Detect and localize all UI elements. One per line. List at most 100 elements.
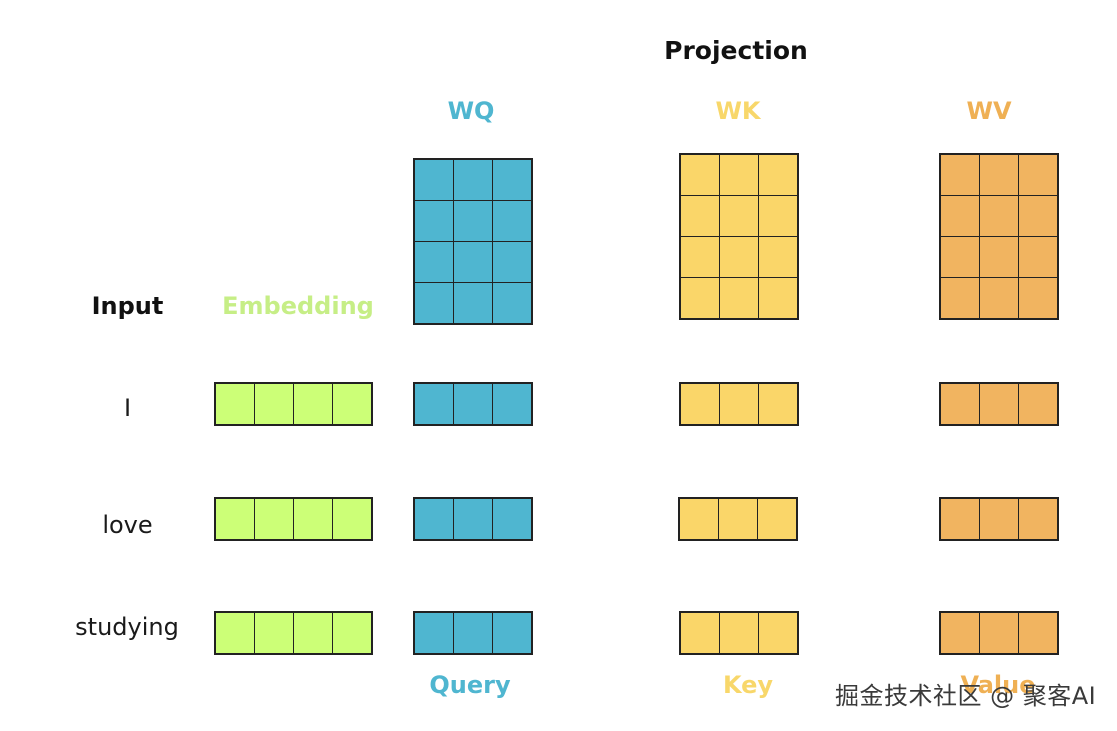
- value-cell: [980, 499, 1018, 539]
- wq-cell: [415, 201, 453, 241]
- key-cell: [681, 613, 719, 653]
- wv-cell: [980, 196, 1018, 236]
- value-cell: [941, 613, 979, 653]
- wk-cell: [759, 237, 797, 277]
- token-label-love: love: [102, 511, 153, 539]
- wq-cell: [493, 201, 531, 241]
- key-vector-i: [679, 382, 799, 426]
- wq-cell: [493, 160, 531, 200]
- wk-cell: [759, 155, 797, 195]
- query-cell: [493, 384, 531, 424]
- key-footer: Key: [722, 671, 774, 699]
- wv-cell: [1019, 237, 1057, 277]
- key-cell: [759, 613, 797, 653]
- wk-cell: [681, 155, 719, 195]
- query-cell: [415, 499, 453, 539]
- wq-header: WQ: [447, 97, 495, 125]
- value-cell: [941, 384, 979, 424]
- wv-cell: [941, 155, 979, 195]
- key-cell: [681, 384, 719, 424]
- wq-cell: [454, 160, 492, 200]
- wv-cell: [1019, 155, 1057, 195]
- wq-cell: [454, 201, 492, 241]
- value-cell: [980, 384, 1018, 424]
- wk-cell: [720, 237, 758, 277]
- embedding-cell: [255, 499, 293, 539]
- embedding-cell: [255, 384, 293, 424]
- embedding-cell: [333, 384, 371, 424]
- query-cell: [493, 613, 531, 653]
- value-cell: [980, 613, 1018, 653]
- wq-cell: [415, 160, 453, 200]
- input-header: Input: [91, 292, 164, 320]
- query-footer: Query: [429, 671, 511, 699]
- wk-cell: [759, 278, 797, 318]
- key-vector-love: [678, 497, 798, 541]
- wv-cell: [980, 155, 1018, 195]
- wv-header: WV: [966, 97, 1012, 125]
- embedding-vector-love: [214, 497, 373, 541]
- embedding-cell: [216, 613, 254, 653]
- wv-cell: [941, 278, 979, 318]
- wk-cell: [720, 155, 758, 195]
- embedding-cell: [216, 499, 254, 539]
- wq-cell: [415, 283, 453, 323]
- query-cell: [493, 499, 531, 539]
- query-cell: [454, 384, 492, 424]
- query-cell: [415, 613, 453, 653]
- embedding-cell: [333, 613, 371, 653]
- wq-cell: [493, 242, 531, 282]
- wv-cell: [941, 196, 979, 236]
- value-vector-i: [939, 382, 1059, 426]
- watermark: 掘金技术社区 @ 聚客AI: [835, 682, 1097, 710]
- key-cell: [720, 613, 758, 653]
- key-vector-studying: [679, 611, 799, 655]
- wq-cell: [454, 242, 492, 282]
- key-cell: [720, 384, 758, 424]
- value-cell: [1019, 613, 1057, 653]
- wq-cell: [454, 283, 492, 323]
- value-vector-love: [939, 497, 1059, 541]
- wq-cell: [493, 283, 531, 323]
- wv-cell: [1019, 196, 1057, 236]
- wk-cell: [681, 278, 719, 318]
- embedding-cell: [294, 613, 332, 653]
- embedding-vector-studying: [214, 611, 373, 655]
- wv-cell: [941, 237, 979, 277]
- wq-matrix: [413, 158, 533, 325]
- embedding-vector-i: [214, 382, 373, 426]
- key-cell: [759, 384, 797, 424]
- value-cell: [1019, 499, 1057, 539]
- diagram-title: Projection: [664, 36, 808, 65]
- embedding-header: Embedding: [222, 292, 374, 320]
- value-footer: Value: [960, 671, 1036, 699]
- query-vector-studying: [413, 611, 533, 655]
- wk-matrix: [679, 153, 799, 320]
- value-vector-studying: [939, 611, 1059, 655]
- query-vector-i: [413, 382, 533, 426]
- wk-cell: [681, 237, 719, 277]
- wv-cell: [1019, 278, 1057, 318]
- embedding-cell: [333, 499, 371, 539]
- wk-cell: [681, 196, 719, 236]
- key-cell: [758, 499, 796, 539]
- wv-matrix: [939, 153, 1059, 320]
- value-cell: [941, 499, 979, 539]
- query-cell: [454, 613, 492, 653]
- wk-cell: [720, 278, 758, 318]
- wk-cell: [759, 196, 797, 236]
- wq-cell: [415, 242, 453, 282]
- query-cell: [415, 384, 453, 424]
- wk-header: WK: [715, 97, 761, 125]
- value-cell: [1019, 384, 1057, 424]
- key-cell: [680, 499, 718, 539]
- wk-cell: [720, 196, 758, 236]
- embedding-cell: [294, 499, 332, 539]
- embedding-cell: [255, 613, 293, 653]
- embedding-cell: [294, 384, 332, 424]
- wv-cell: [980, 237, 1018, 277]
- key-cell: [719, 499, 757, 539]
- token-label-studying: studying: [75, 613, 179, 641]
- embedding-cell: [216, 384, 254, 424]
- query-cell: [454, 499, 492, 539]
